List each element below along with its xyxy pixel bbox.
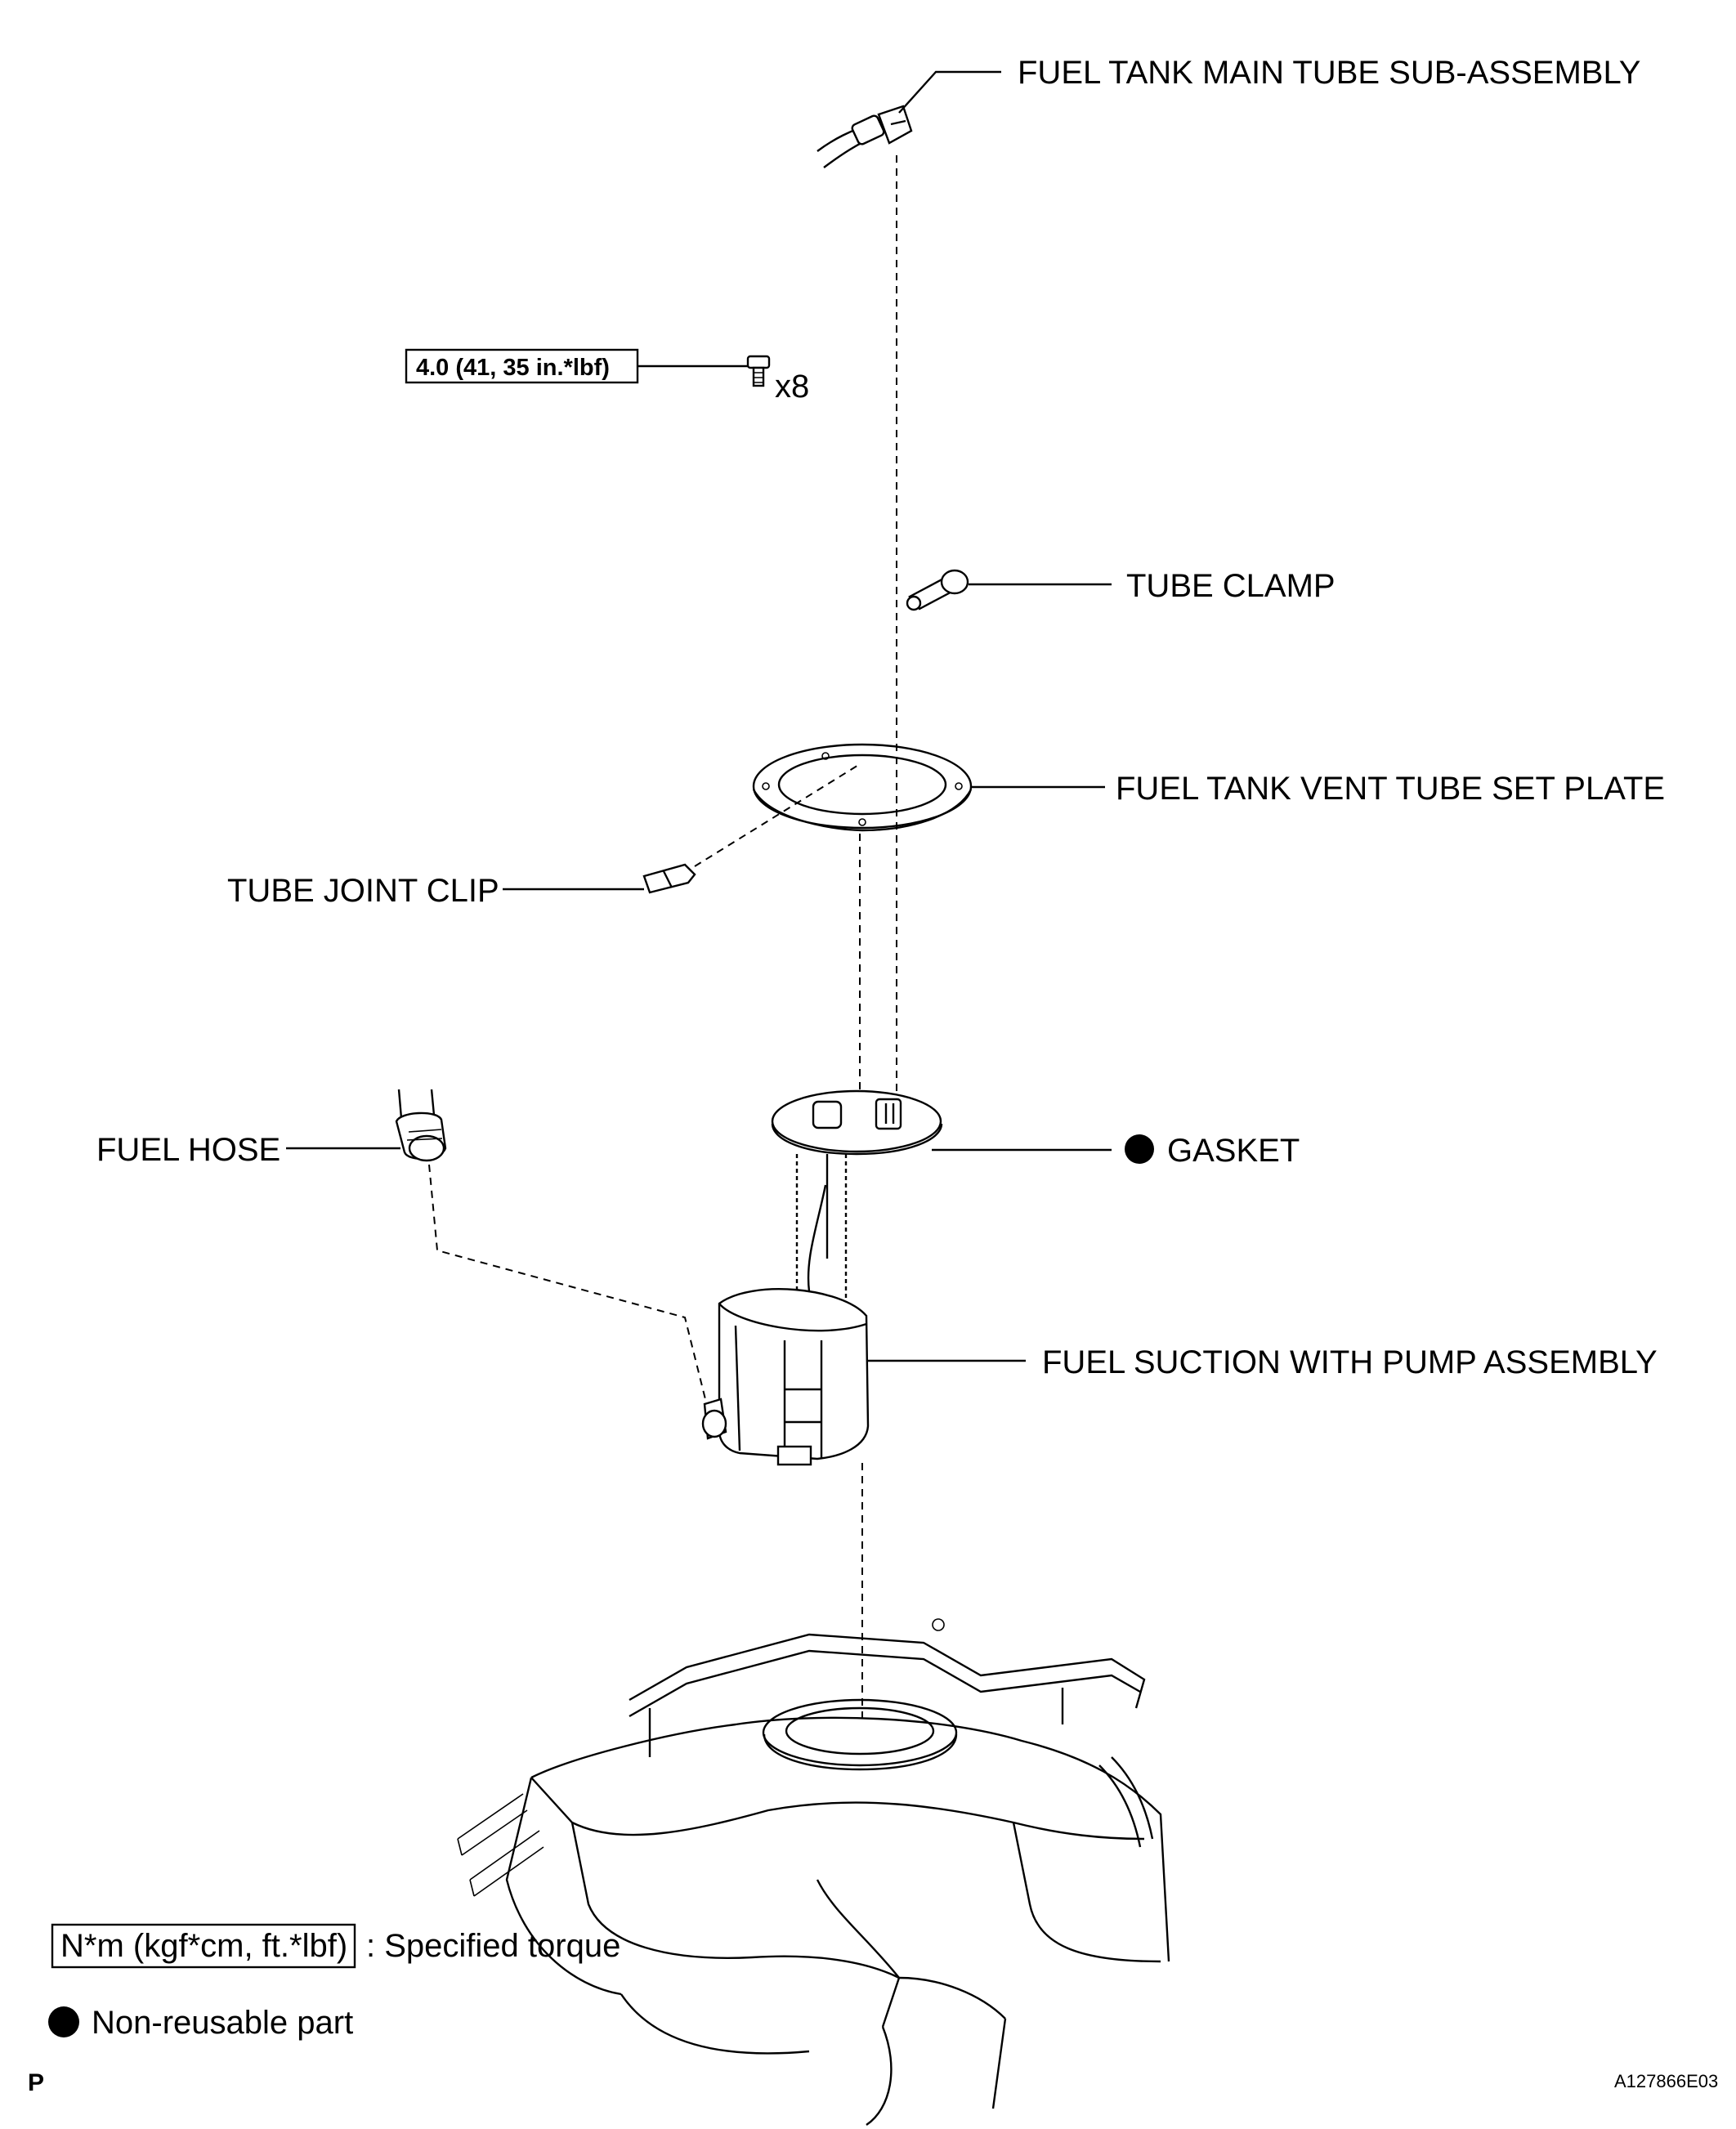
main-tube-leader	[898, 70, 1001, 114]
joint-clip-axis	[694, 763, 861, 867]
legend-torque-unit: N*m (kgf*cm, ft.*lbf)	[60, 1928, 347, 1964]
main-tube-part	[817, 105, 913, 168]
gasket-nonreusable-mark	[1125, 1134, 1154, 1164]
vent-plate-label: FUEL TANK VENT TUBE SET PLATE	[1116, 771, 1665, 807]
page-letter: P	[28, 2069, 44, 2096]
legend-torque-desc: : Specified torque	[366, 1928, 620, 1964]
joint-clip-label: TUBE JOINT CLIP	[227, 873, 499, 909]
fuel-tank-body	[457, 1618, 1170, 2126]
torque-spec-value: 4.0 (41, 35 in.*lbf)	[416, 355, 610, 381]
fuel-hose-label: FUEL HOSE	[96, 1132, 280, 1168]
bolt-count: x8	[775, 369, 809, 405]
fuel-hose-axis	[428, 1164, 708, 1407]
main-tube-label: FUEL TANK MAIN TUBE SUB-ASSEMBLY	[1018, 55, 1640, 91]
joint-clip-part	[642, 863, 696, 894]
pump-flange	[771, 1089, 943, 1156]
gasket-label: GASKET	[1167, 1133, 1300, 1169]
vent-plate-ring	[752, 743, 973, 832]
legend-nonreusable-mark	[48, 2006, 79, 2037]
fuel-hose-part	[395, 1089, 447, 1162]
pump-assembly-label: FUEL SUCTION WITH PUMP ASSEMBLY	[1042, 1344, 1658, 1380]
tube-clamp-label: TUBE CLAMP	[1126, 568, 1336, 604]
legend-nonreusable-desc: Non-reusable part	[92, 2005, 353, 2041]
tube-clamp-part	[906, 569, 969, 611]
figure-id: A127866E03	[1614, 2071, 1718, 2091]
bolt-icon	[746, 355, 771, 387]
legend-torque-box	[51, 1923, 356, 1969]
pump-assembly-part	[701, 1152, 897, 1466]
